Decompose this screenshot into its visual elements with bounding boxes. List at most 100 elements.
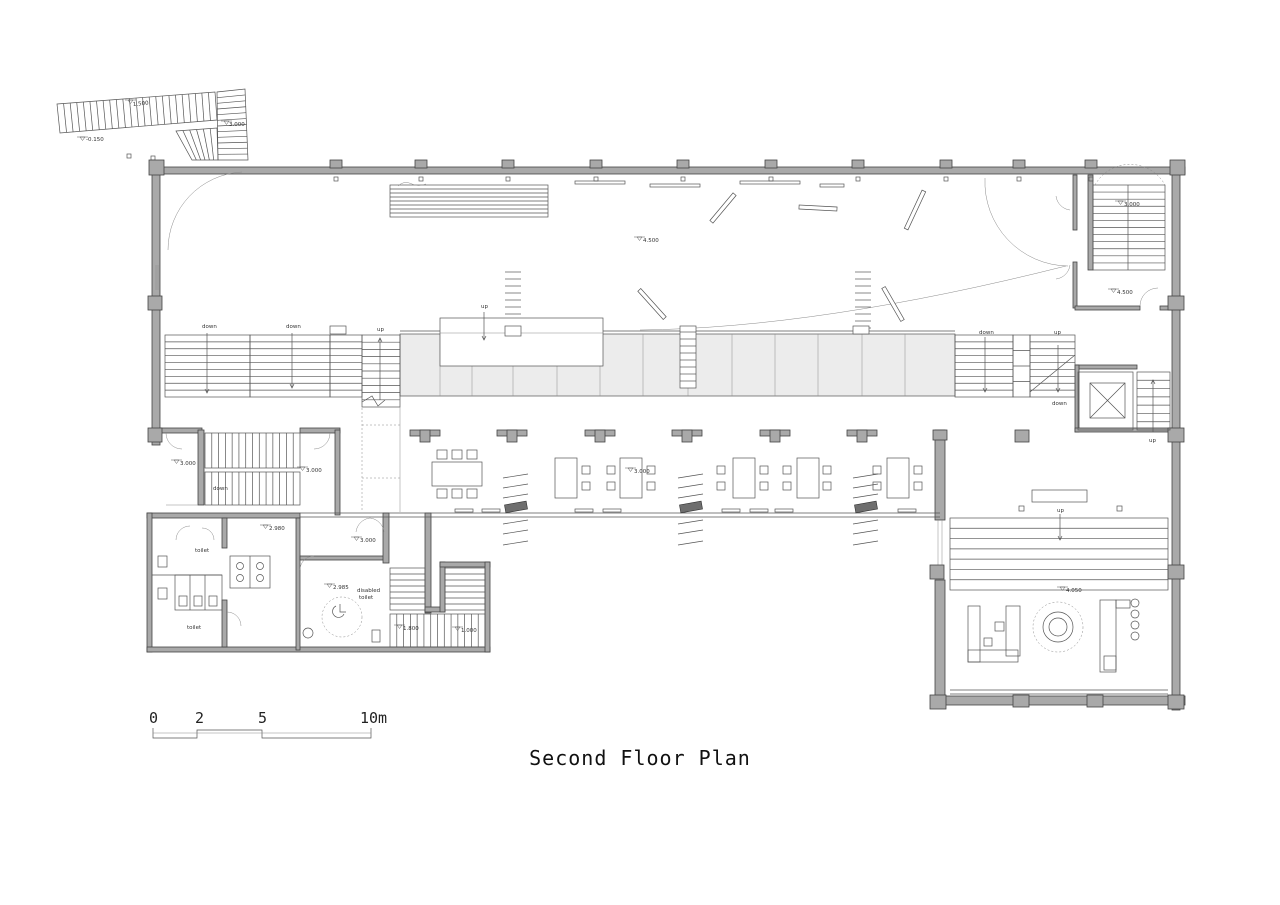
table [732, 457, 756, 499]
column [1167, 295, 1185, 311]
level-marker-icon [260, 524, 271, 529]
column-footing [593, 176, 599, 182]
column-footing [943, 176, 949, 182]
step-line [677, 519, 704, 525]
east-hall [949, 489, 1169, 695]
column [1167, 564, 1185, 580]
toilet-fixture [178, 595, 188, 607]
external-flight-tread [89, 101, 94, 131]
level-west-stair-a: 3.000 [180, 461, 196, 467]
external-flight-lower-tread [182, 130, 197, 161]
stair-label-down: down [979, 330, 994, 336]
external-flight-tread [135, 97, 139, 127]
level-marker-icon [324, 583, 335, 588]
level-marker-icon [634, 236, 645, 241]
external-flight-tread [155, 96, 159, 125]
stair-box [329, 325, 347, 335]
step-line [502, 519, 529, 525]
wall-segment [159, 427, 203, 434]
wall-segment [197, 429, 205, 506]
wall-segment [934, 695, 1186, 706]
door-swing-arc [369, 517, 385, 533]
external-flight-upper-tread [217, 124, 247, 127]
wall-segment [146, 512, 301, 519]
stair-label-down: down [286, 324, 301, 330]
external-flight-tread [181, 94, 185, 123]
column [1084, 159, 1098, 169]
column [1167, 694, 1185, 710]
chair [822, 465, 832, 475]
bench [854, 500, 878, 514]
column [1012, 694, 1030, 708]
atrium-ladder [679, 325, 697, 389]
column [1012, 159, 1026, 169]
chair [606, 481, 616, 491]
step-line [852, 483, 879, 489]
stair-label-up: up [481, 304, 488, 310]
column [506, 429, 518, 443]
table [431, 461, 483, 487]
chair [606, 465, 616, 475]
wall-segment [1074, 364, 1138, 370]
scale-bar-line [152, 728, 372, 739]
level-marker-icon [394, 624, 405, 629]
sink-basin [302, 627, 314, 639]
columns [147, 159, 1186, 710]
step-line [852, 519, 879, 525]
level-marker-icon [625, 467, 636, 472]
south-stair-right-outline [444, 567, 486, 611]
marker [1116, 505, 1123, 512]
step-line [677, 540, 704, 546]
column-footing [855, 176, 861, 182]
west-stair [165, 432, 331, 506]
column [501, 159, 515, 169]
table [554, 457, 578, 499]
wall-bench [774, 508, 794, 513]
stair-up-east-outline [1029, 334, 1076, 398]
external-flight-tread [168, 95, 172, 124]
external-flight-upper-tread [217, 147, 248, 150]
chair [913, 465, 923, 475]
wall-segment [439, 561, 491, 568]
footing-mark [126, 153, 132, 159]
column [589, 159, 603, 169]
sink-basin [256, 562, 264, 570]
step-line [852, 493, 879, 499]
toilet-fixture [371, 629, 381, 643]
table [886, 457, 910, 499]
round-table-top [1048, 617, 1068, 637]
external-flight-tread [208, 92, 211, 121]
wall-bench [602, 508, 622, 513]
scale-bar: 0 2 5 10m [149, 709, 387, 739]
external-flight-tread [161, 95, 166, 125]
south-stair-left-outline [389, 567, 426, 611]
column [329, 159, 343, 169]
column [147, 295, 163, 311]
column [1167, 427, 1185, 443]
up-arrow-head [1150, 379, 1156, 385]
chair [466, 488, 478, 499]
step-line [502, 493, 529, 499]
external-flight-tread [102, 100, 107, 130]
wall-segment [424, 512, 432, 614]
wall-bench [819, 183, 845, 188]
scale-tick-10m: 10m [360, 709, 387, 727]
curved-edge [639, 265, 1067, 331]
scale-tick-5: 5 [258, 709, 267, 727]
bench [903, 189, 927, 231]
wall-segment [1074, 305, 1141, 311]
level-east-hall: 4.050 [1066, 588, 1082, 594]
wall-segment [1087, 174, 1094, 271]
external-flight-tread [115, 99, 120, 129]
external-stair [56, 88, 249, 161]
elevator-cross [1089, 382, 1126, 419]
stair-down-east-outline [954, 334, 1014, 398]
door-swing-arc [313, 432, 331, 450]
bench [709, 192, 737, 224]
chair [872, 465, 882, 475]
level-ext-top: 3.000 [229, 122, 245, 128]
down-arrow-head [1057, 535, 1063, 541]
column [769, 429, 781, 443]
level-marker-icon [297, 466, 308, 471]
sink-basin [236, 574, 244, 582]
